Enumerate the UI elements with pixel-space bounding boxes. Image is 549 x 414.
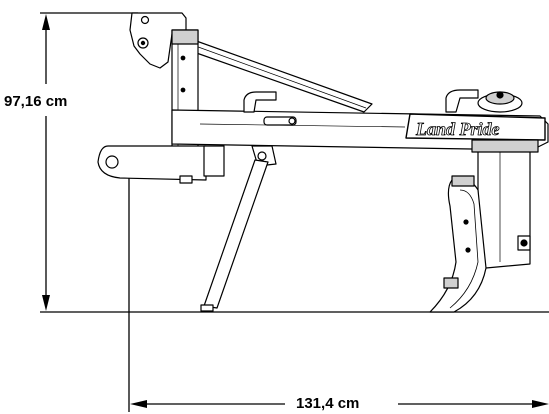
top-link-pin-center	[140, 40, 146, 46]
height-arrow-head-bottom	[42, 295, 50, 311]
width-arrow-head-right	[532, 400, 549, 408]
blade-bolt-upper	[463, 219, 469, 225]
blade-moldboard	[429, 178, 487, 313]
lower-hitch-block	[203, 145, 225, 177]
blade-bracket-upper	[451, 175, 475, 187]
top-hitch-plate	[129, 12, 187, 69]
lower-hitch-arm	[97, 145, 207, 181]
beam-handle-left	[243, 91, 277, 113]
stand-leg-pin	[257, 151, 267, 161]
mast-bolt-upper	[180, 55, 186, 61]
width-arrow-head-left	[130, 400, 147, 408]
beam-slot-pin	[288, 117, 296, 125]
brand-label: Land Pride	[415, 119, 500, 139]
diagonal-brace	[187, 37, 373, 113]
beam-inner-line	[199, 123, 406, 128]
blade-bolt-lower	[465, 247, 471, 253]
height-arrow-head-top	[42, 14, 50, 30]
height-dimension	[40, 12, 549, 313]
blade-adjust-knob	[520, 239, 528, 247]
mast-bolt-mid	[180, 87, 186, 93]
mast-cap	[171, 29, 199, 45]
beam-slot	[263, 116, 297, 126]
beam-handle-right	[445, 89, 479, 113]
lower-hitch-bolt	[179, 175, 193, 184]
rear-blade-implement: Land Pride	[97, 12, 549, 313]
rotation-hub-nut	[496, 91, 504, 99]
height-dimension-label: 97,16 cm	[4, 93, 67, 110]
lower-hitch-hole	[105, 155, 119, 169]
stand-leg-foot	[200, 304, 214, 312]
width-dimension-label: 131,4 cm	[296, 395, 359, 412]
brand-plate	[405, 113, 546, 141]
blade-bracket-lower	[443, 277, 459, 289]
blade-face-line	[449, 189, 479, 309]
width-dimension	[128, 163, 549, 412]
stand-leg	[203, 159, 269, 309]
blade-mount-cap	[471, 139, 539, 153]
top-hitch-hole	[140, 15, 150, 25]
brace-inner-line	[189, 43, 367, 109]
